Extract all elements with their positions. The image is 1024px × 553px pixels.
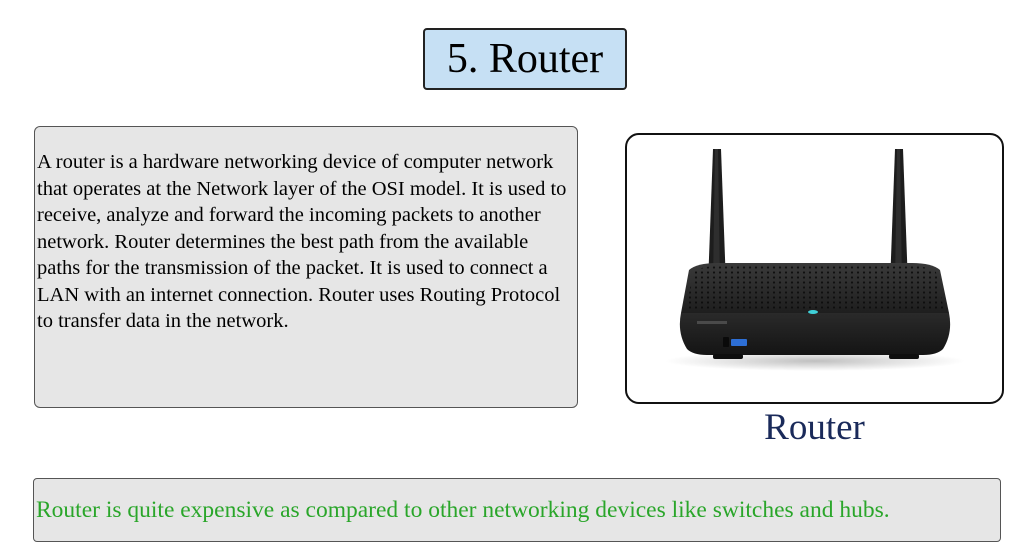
- router-image-frame: [625, 133, 1004, 404]
- router-image: [665, 149, 965, 371]
- title-box: 5. Router: [423, 28, 627, 90]
- page-title: 5. Router: [446, 36, 604, 82]
- status-led: [808, 310, 818, 314]
- router-front: [679, 313, 951, 355]
- image-caption: Router: [764, 407, 865, 448]
- note-box: Router is quite expensive as compared to…: [33, 478, 1001, 542]
- description-text: A router is a hardware networking device…: [37, 151, 567, 332]
- usb-port: [731, 339, 747, 346]
- note-text: Router is quite expensive as compared to…: [36, 496, 890, 523]
- description-box: A router is a hardware networking device…: [34, 126, 578, 408]
